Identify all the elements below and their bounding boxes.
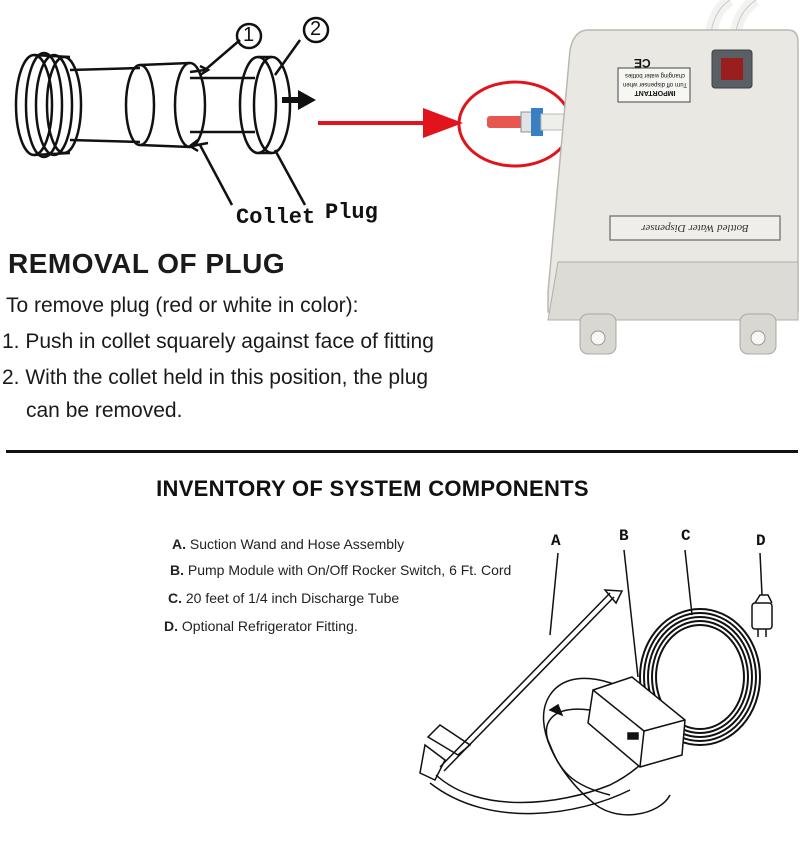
removal-step-2-cont: can be removed. xyxy=(26,399,183,422)
item-text: Suction Wand and Hose Assembly xyxy=(189,536,405,552)
item-text: 20 feet of 1/4 inch Discharge Tube xyxy=(185,590,400,606)
inventory-item-b: B. Pump Module with On/Off Rocker Switch… xyxy=(170,562,511,578)
fitting-highlight-circle xyxy=(457,80,573,168)
components-diagram xyxy=(419,549,773,816)
callout-number-2: 2 xyxy=(310,18,322,40)
diagram-letter-d: D xyxy=(756,532,766,550)
inventory-item-a: A. Suction Wand and Hose Assembly xyxy=(172,536,404,552)
red-pointer-arrow xyxy=(318,108,463,138)
pump-module-photo xyxy=(547,0,799,355)
section-divider xyxy=(6,450,798,453)
item-letter: C. xyxy=(168,590,182,606)
inventory-item-d: D. Optional Refrigerator Fitting. xyxy=(164,618,358,634)
removal-intro: To remove plug (red or white in color): xyxy=(6,294,359,317)
notice-sticker: IMPORTANT Turn off dispenser when changi… xyxy=(620,70,690,97)
item-letter: B. xyxy=(170,562,184,578)
item-letter: A. xyxy=(172,536,186,552)
notice-line-2: changing water bottles xyxy=(624,72,686,78)
notice-title: IMPORTANT xyxy=(634,89,676,96)
diagram-letter-a: A xyxy=(551,532,561,550)
removal-step-2: 2. With the collet held in this position… xyxy=(2,366,429,389)
diagram-letter-b: B xyxy=(619,527,629,545)
item-text: Pump Module with On/Off Rocker Switch, 6… xyxy=(187,562,512,578)
callout-number-1: 1 xyxy=(243,24,255,46)
removal-step-1: 1. Push in collet squarely against face … xyxy=(2,330,434,353)
ce-mark: CE xyxy=(634,56,651,70)
collet-label: Collet xyxy=(236,205,316,230)
plug-label: Plug xyxy=(325,200,378,225)
notice-line-1: Turn off dispenser when xyxy=(622,81,688,87)
diagram-letter-c: C xyxy=(681,527,691,545)
brand-label: Bottled Water Dispenser xyxy=(641,222,749,234)
item-letter: D. xyxy=(164,618,178,634)
fitting-diagram xyxy=(14,16,330,206)
removal-title: REMOVAL OF PLUG xyxy=(8,248,286,279)
inventory-item-c: C. 20 feet of 1/4 inch Discharge Tube xyxy=(168,590,399,606)
item-text: Optional Refrigerator Fitting. xyxy=(181,618,358,634)
inventory-title: INVENTORY OF SYSTEM COMPONENTS xyxy=(156,476,589,501)
